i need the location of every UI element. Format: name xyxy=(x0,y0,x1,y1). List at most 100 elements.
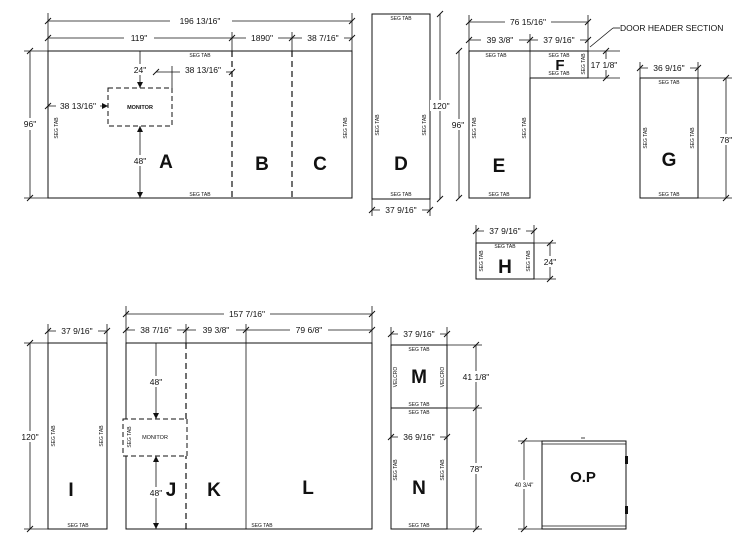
panel-abc-outline xyxy=(47,50,353,199)
panel-group-mn: M N SEG TAB SEG TAB SEG TAB SEG TAB VELC… xyxy=(387,327,493,533)
seg-tab-d-left: SEG TAB xyxy=(375,114,381,136)
panel-m xyxy=(390,344,448,409)
seg-tab-m-top: SEG TAB xyxy=(408,347,430,353)
seg-tab-h-left: SEG TAB xyxy=(479,250,485,272)
seg-tab-i-bottom: SEG TAB xyxy=(67,523,89,529)
velcro-m-right: VELCRO xyxy=(440,367,446,388)
dim-m-width: 37 9/16" xyxy=(403,329,434,339)
panel-group-abc: MONITOR A B C SEG TAB SEG TAB SEG TAB SE… xyxy=(19,13,356,202)
panel-label-l: L xyxy=(302,478,314,499)
dim-i-width: 37 9/16" xyxy=(61,326,92,336)
seg-tab-jkl-bottom: SEG TAB xyxy=(251,523,273,529)
seg-tab-j-left: SEG TAB xyxy=(127,426,133,448)
seg-tab-i-left: SEG TAB xyxy=(51,425,57,447)
seg-tab-n-right: SEG TAB xyxy=(440,459,446,481)
panel-label-h: H xyxy=(498,257,512,278)
dim-k-width: 39 3/8" xyxy=(203,325,230,335)
seg-tab-d-right: SEG TAB xyxy=(422,114,428,136)
door-header-label: DOOR HEADER SECTION xyxy=(620,23,723,33)
panel-label-d: D xyxy=(394,154,408,175)
panel-label-e: E xyxy=(493,156,506,177)
dim-b-width: 1890" xyxy=(251,33,273,43)
panel-group-i: I SEG TAB SEG TAB SEG TAB 37 9/16" 120" xyxy=(19,324,111,533)
seg-tab-f-right: SEG TAB xyxy=(581,53,587,75)
dim-m-height: 41 1/8" xyxy=(463,372,490,382)
dim-monitor-width: 38 13/16" xyxy=(185,65,221,75)
seg-tab-d-top: SEG TAB xyxy=(390,16,412,22)
panel-label-i: I xyxy=(68,480,73,501)
panel-group-ef: E F SEG TAB SEG TAB SEG TAB SEG TAB SEG … xyxy=(448,15,723,202)
seg-tab-e-bottom: SEG TAB xyxy=(488,192,510,198)
panel-h xyxy=(475,242,535,280)
seg-tab-f-bottom: SEG TAB xyxy=(548,71,570,77)
seg-tab-m-bottom: SEG TAB xyxy=(408,402,430,408)
op-hinge-top xyxy=(625,456,628,464)
panel-group-h: H SEG TAB SEG TAB SEG TAB 37 9/16" 24" xyxy=(472,225,560,283)
panel-label-b: B xyxy=(255,154,269,175)
panel-label-f: F xyxy=(555,57,564,74)
dim-j-width: 38 7/16" xyxy=(140,325,171,335)
monitor-label-abc: MONITOR xyxy=(127,105,153,111)
dim-e-width: 39 3/8" xyxy=(487,35,514,45)
seg-tab-abc-top: SEG TAB xyxy=(189,53,211,59)
dim-f-height: 17 1/8" xyxy=(591,60,618,70)
dim-n-width: 36 9/16" xyxy=(403,432,434,442)
seg-tab-d-bottom: SEG TAB xyxy=(390,192,412,198)
dim-monitor-bottom: 48" xyxy=(134,156,146,166)
dim-monitor-top: 24" xyxy=(134,65,146,75)
dim-j-monitor-top: 48" xyxy=(150,377,162,387)
seg-tab-e-top: SEG TAB xyxy=(485,53,507,59)
dim-j-monitor-bottom: 48" xyxy=(150,488,162,498)
dim-f-width: 37 9/16" xyxy=(543,35,574,45)
panel-group-op: O.P 40 3/4" xyxy=(511,437,628,533)
dim-h-width: 37 9/16" xyxy=(489,226,520,236)
panel-n xyxy=(390,407,448,530)
op-hinge-bottom xyxy=(625,506,628,514)
monitor-label-j: MONITOR xyxy=(142,435,168,441)
dim-e-height: 96" xyxy=(452,120,464,130)
monitor-cutout-j xyxy=(122,418,188,457)
panel-d xyxy=(371,13,431,200)
panel-g xyxy=(639,77,699,199)
dim-abc-total: 196 13/16" xyxy=(180,16,221,26)
panel-label-c: C xyxy=(313,154,327,175)
panel-group-g: G SEG TAB SEG TAB SEG TAB SEG TAB 36 9/1… xyxy=(636,62,736,202)
seg-tab-e-right: SEG TAB xyxy=(522,117,528,139)
seg-tab-g-left: SEG TAB xyxy=(643,127,649,149)
dim-a-width: 119" xyxy=(131,33,148,43)
dim-monitor-left: 38 13/16" xyxy=(60,101,96,111)
seg-tab-g-top: SEG TAB xyxy=(658,80,680,86)
panel-op xyxy=(541,440,627,530)
seg-tab-g-bottom: SEG TAB xyxy=(658,192,680,198)
seg-tab-f-top: SEG TAB xyxy=(548,53,570,59)
panel-label-k: K xyxy=(207,480,221,501)
dim-op-height: 40 3/4" xyxy=(515,483,534,489)
dim-c-width: 38 7/16" xyxy=(307,33,338,43)
panel-group-jkl: MONITOR SEG TAB J K L SEG TAB 157 7/16" … xyxy=(122,306,376,530)
panel-i xyxy=(47,342,108,530)
panel-group-d: D SEG TAB SEG TAB SEG TAB SEG TAB 120" 3… xyxy=(368,10,452,216)
dim-abc-height: 96" xyxy=(24,119,36,129)
seg-tab-n-left: SEG TAB xyxy=(393,459,399,481)
panel-label-j: J xyxy=(166,480,177,501)
seg-tab-h-right: SEG TAB xyxy=(526,250,532,272)
dim-l-width: 79 6/8" xyxy=(296,325,323,335)
seg-tab-e-left: SEG TAB xyxy=(472,117,478,139)
dim-i-height: 120" xyxy=(21,432,38,442)
panel-label-a: A xyxy=(159,152,173,173)
seg-tab-h-top: SEG TAB xyxy=(494,244,516,250)
dim-ef-total: 76 15/16" xyxy=(510,17,546,27)
dim-g-width: 36 9/16" xyxy=(653,63,684,73)
seg-tab-abc-left: SEG TAB xyxy=(54,117,60,139)
panel-label-g: G xyxy=(662,150,677,171)
seg-tab-g-right: SEG TAB xyxy=(690,127,696,149)
dim-n-height: 78" xyxy=(470,464,482,474)
seg-tab-i-right: SEG TAB xyxy=(99,425,105,447)
velcro-m-left: VELCRO xyxy=(393,367,399,388)
seg-tab-abc-bottom: SEG TAB xyxy=(189,192,211,198)
panel-label-op: O.P xyxy=(570,469,596,486)
dim-jkl-total: 157 7/16" xyxy=(229,309,265,319)
dim-h-height: 24" xyxy=(544,257,556,267)
seg-tab-n-bottom: SEG TAB xyxy=(408,523,430,529)
